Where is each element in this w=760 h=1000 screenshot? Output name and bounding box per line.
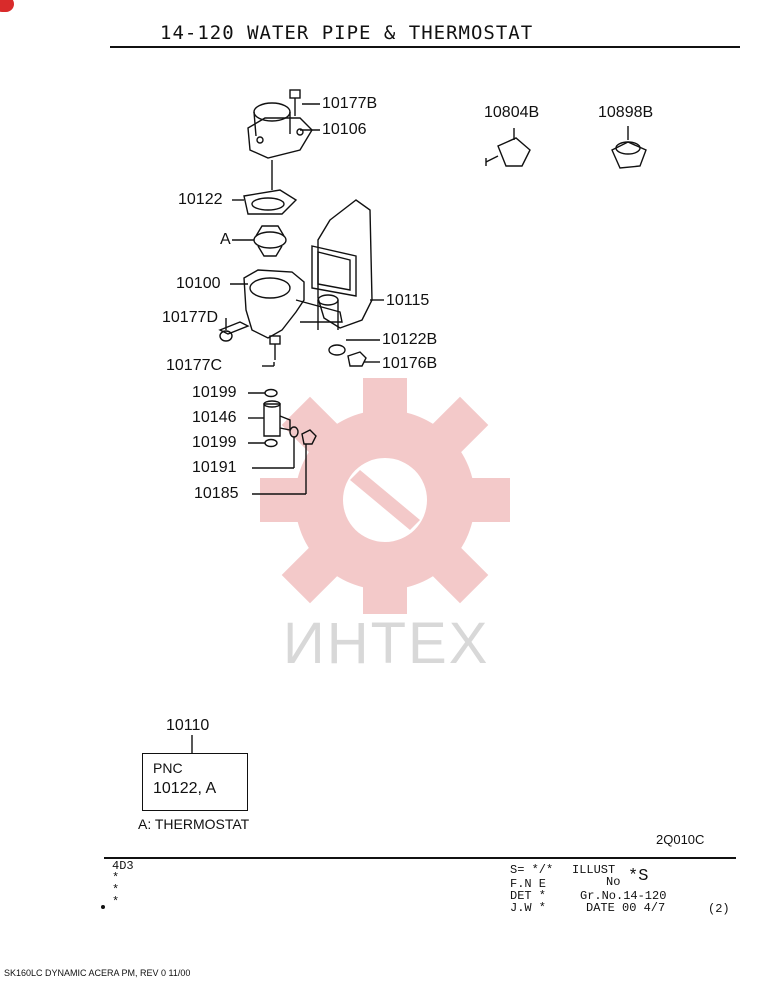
gasket-10115 <box>311 245 357 297</box>
thermostat-housing-10100 <box>243 269 305 339</box>
o-ring-10199-lower <box>264 438 278 448</box>
header-rule <box>110 46 740 48</box>
footer-det: DET * <box>510 889 547 903</box>
model-star-1: * <box>112 871 120 885</box>
label-10199-upper: 10199 <box>192 384 237 401</box>
label-10191: 10191 <box>192 459 237 476</box>
o-ring-10122b <box>328 344 346 356</box>
plug-10898b <box>611 141 647 169</box>
page-title: 14-120 WATER PIPE & THERMOSTAT <box>160 22 534 44</box>
legend-thermostat: A: THERMOSTAT <box>138 816 250 832</box>
label-10177d: 10177D <box>162 309 219 326</box>
label-10804b: 10804B <box>484 104 540 121</box>
drawing-code: 2Q010C <box>656 832 705 847</box>
kit-number: 10110 <box>166 717 210 734</box>
label-10100: 10100 <box>176 275 221 292</box>
pnc-box: PNC 10122, A <box>142 753 248 811</box>
label-10106: 10106 <box>322 121 367 138</box>
bolt-10177c <box>269 335 281 345</box>
plug-10176b <box>347 351 367 367</box>
label-10176b: 10176B <box>382 355 438 372</box>
thermostat-a <box>253 231 287 249</box>
model-star-2: * <box>112 883 120 897</box>
footer-grno: Gr.No.14-120 <box>580 889 667 903</box>
label-10199-lower: 10199 <box>192 434 237 451</box>
water-outlet-10106 <box>247 117 313 159</box>
label-10177b: 10177B <box>322 95 378 112</box>
plug-10185 <box>301 429 317 445</box>
footer-fne: F.N E <box>510 877 547 891</box>
label-10177c: 10177C <box>166 357 223 374</box>
pnc-value: 10122, A <box>153 780 217 797</box>
model-star-3: * <box>112 895 120 909</box>
sensor-10804b <box>497 137 531 167</box>
exploded-view <box>191 89 647 753</box>
watermark-text: ИНТЕХ <box>283 611 490 676</box>
watermark-gear-icon <box>260 378 510 614</box>
label-10185: 10185 <box>194 485 239 502</box>
footer-rule <box>104 857 736 859</box>
o-ring-10199-upper <box>264 388 278 398</box>
footer-page: (2) <box>708 902 730 916</box>
bullet-dot <box>101 905 105 909</box>
bolt-10177d <box>218 321 250 335</box>
footer-no-value: *S <box>628 867 649 886</box>
label-10122b: 10122B <box>382 331 438 348</box>
model-code: 4D3 <box>112 859 134 873</box>
footer-date: DATE 00 4/7 <box>586 901 666 915</box>
label-10898b: 10898B <box>598 104 654 121</box>
label-10115: 10115 <box>386 292 430 309</box>
label-10146: 10146 <box>192 409 237 426</box>
pnc-label: PNC <box>153 760 183 776</box>
pipe-10146 <box>263 403 281 437</box>
footer-s: S= */* <box>510 863 554 877</box>
gasket-10122 <box>243 189 298 215</box>
label-10122: 10122 <box>178 191 223 208</box>
footer-no: No <box>606 875 621 889</box>
label-a: A <box>220 231 231 248</box>
bolt-10177b <box>289 89 301 99</box>
corner-mark-icon <box>0 0 14 12</box>
footer-illust: ILLUST <box>572 863 616 877</box>
bottom-note: SK160LC DYNAMIC ACERA PM, REV 0 11/00 <box>4 968 191 978</box>
footer-jw: J.W * <box>510 901 547 915</box>
